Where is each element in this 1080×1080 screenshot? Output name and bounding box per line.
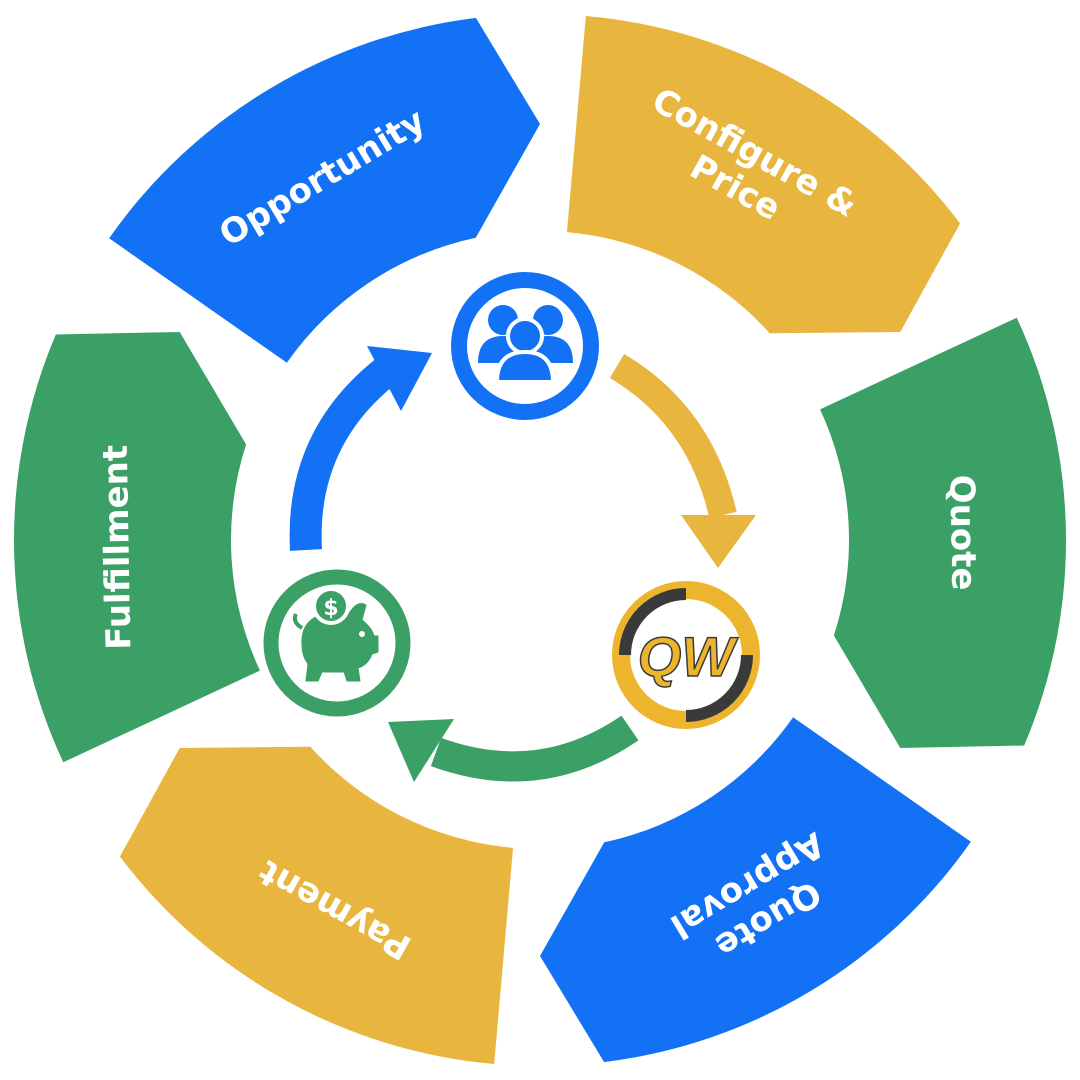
segment-quote-label: Quote — [941, 474, 983, 590]
arrow-savings-to-team — [289, 346, 432, 551]
segment-opportunity-shape — [109, 17, 540, 363]
arrow-qw-to-savings-head — [388, 719, 454, 782]
arrow-team-to-qw-body — [609, 353, 737, 519]
arrow-qw-to-savings-body — [430, 715, 639, 782]
segment-opportunity: Opportunity — [109, 17, 540, 363]
coin-icon — [312, 587, 350, 625]
segment-fulfillment: Fulfillment — [14, 332, 260, 763]
segment-fulfillment-shape — [14, 332, 260, 763]
segment-quote-approval: QuoteApproval — [540, 717, 971, 1063]
team-node — [451, 272, 599, 420]
segment-fulfillment-label: Fulfillment — [96, 445, 140, 651]
segment-label-line: Quote — [941, 474, 983, 590]
segment-quote-approval-shape — [540, 717, 971, 1063]
people-group-icon — [478, 305, 573, 384]
segment-quote: Quote — [820, 317, 1066, 748]
arrow-qw-to-savings — [388, 715, 639, 782]
qw-logo-dark-arc-top — [619, 588, 687, 656]
arrow-savings-to-team-body — [289, 359, 396, 551]
segment-configure-price: Configure &Price — [566, 16, 961, 334]
segment-quote-shape — [820, 317, 1066, 748]
qw-logo-inner — [630, 599, 742, 711]
arrow-team-to-qw — [609, 353, 756, 568]
qw-logo-icon: QW — [638, 625, 739, 688]
qw-logo-dark-arc-bottom — [685, 654, 753, 722]
arrow-savings-to-team-head — [367, 346, 432, 411]
qw-logo-node: QW — [612, 581, 760, 729]
arrow-team-to-qw-head — [681, 515, 756, 568]
savings-node: $ — [263, 569, 411, 717]
piggy-bank-icon: $ — [292, 587, 379, 682]
segment-payment: Payment — [119, 746, 514, 1064]
segment-configure-price-shape — [566, 16, 961, 334]
dollar-sign: $ — [323, 596, 338, 621]
segment-payment-shape — [119, 746, 514, 1064]
inner-cycle-arrows — [289, 346, 756, 782]
segment-label-line: Fulfillment — [96, 445, 140, 651]
